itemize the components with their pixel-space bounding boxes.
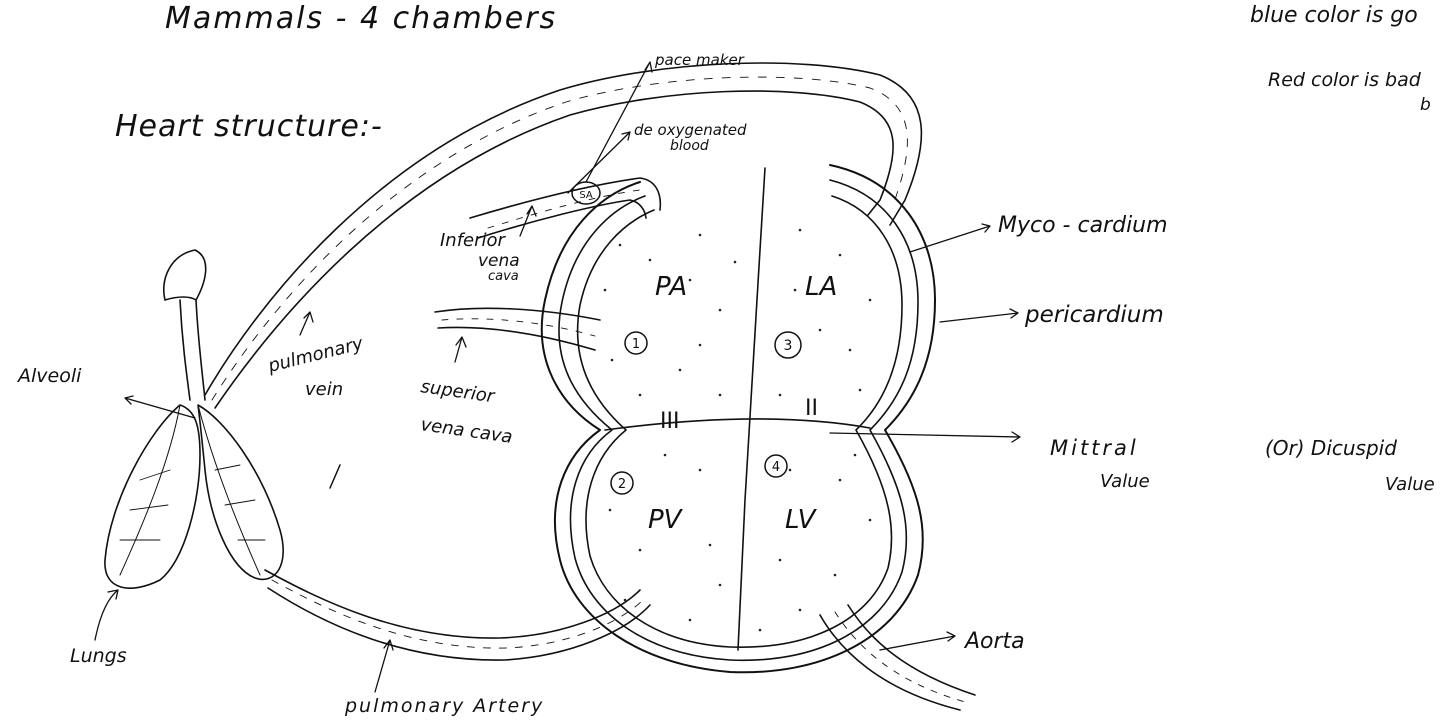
marker-four-text: 4: [772, 460, 780, 475]
label-myocardium: Myco - cardium: [998, 213, 1168, 238]
trachea-top: [164, 250, 206, 300]
arrow-pulmonary-artery: [375, 640, 393, 692]
label-aorta: Aorta: [963, 629, 1025, 654]
arrow-aorta: [880, 632, 955, 650]
trachea: [180, 300, 205, 400]
label-alveoli: Alveoli: [16, 365, 82, 387]
marker-three: 3: [775, 332, 801, 358]
inferior-vena-cava-vessel: [470, 178, 660, 238]
arrow-superior-vena-cava: [455, 337, 466, 362]
interventricular-septum: [738, 168, 765, 650]
label-inferior: Inferior: [440, 230, 507, 251]
label-mitral-value: Value: [1100, 471, 1150, 492]
myocardium-wall: [559, 180, 918, 660]
label-lungs: Lungs: [70, 645, 127, 667]
label-inferior-vena: vena: [478, 251, 520, 271]
label-pace-maker: pace maker: [654, 51, 745, 69]
right-lung: [198, 405, 283, 579]
marker-sa-node-text: SA: [579, 190, 593, 201]
label-de-oxygenated: de oxygenated: [634, 121, 747, 139]
arrow-mitral-valve: [830, 432, 1020, 442]
marker-four: 4: [765, 455, 787, 477]
marker-two-text: 2: [618, 477, 626, 492]
arrow-lungs: [95, 590, 118, 640]
label-bicuspid: (Or) Dicuspid: [1265, 436, 1397, 460]
marker-one-text: 1: [632, 337, 640, 352]
arrow-pulmonary-vein: [300, 312, 313, 335]
label-de-oxygenated-blood: blood: [670, 138, 709, 154]
label-superior: superior: [419, 376, 497, 407]
marker-one: 1: [625, 332, 647, 354]
section-title: Heart structure:-: [115, 109, 383, 144]
label-mitral: Mittral: [1050, 436, 1139, 460]
chamber-label-pa: PA: [655, 272, 687, 302]
label-pericardium: pericardium: [1024, 302, 1164, 328]
label-pulmonary-vein: pulmonary: [265, 333, 365, 377]
mammals-title: Mammals - 4 chambers: [165, 1, 557, 36]
marker-three-text: 3: [784, 338, 793, 354]
valve-three-marker: III: [660, 409, 679, 434]
label-pulmonary-artery: pulmonary Artery: [344, 695, 544, 717]
valve-two-marker: II: [805, 396, 818, 421]
note-red-tail: b: [1420, 95, 1431, 115]
aorta-vessel: [820, 605, 975, 710]
left-lung: [105, 405, 200, 588]
arrow-pericardium: [940, 309, 1018, 322]
label-inferior-cava: cava: [488, 269, 519, 284]
chamber-label-lv: LV: [785, 505, 818, 535]
inner-wall: [578, 196, 902, 647]
atrioventricular-septum: [605, 419, 870, 430]
label-bicuspid-value: Value: [1385, 474, 1435, 495]
note-red-color: Red color is bad: [1268, 69, 1422, 91]
stray-mark: [330, 465, 340, 488]
arrow-de-oxygenated: [568, 132, 630, 193]
chamber-label-pv: PV: [648, 505, 684, 535]
chamber-label-la: LA: [805, 272, 837, 302]
lungs-drawing: [105, 250, 283, 588]
note-blue-color: blue color is go: [1250, 3, 1418, 28]
annotation-arrows: [95, 62, 1020, 692]
label-superior-vena-cava: vena cava: [419, 414, 514, 448]
marker-two: 2: [611, 472, 633, 494]
label-pulmonary-vein-word: vein: [305, 379, 343, 400]
